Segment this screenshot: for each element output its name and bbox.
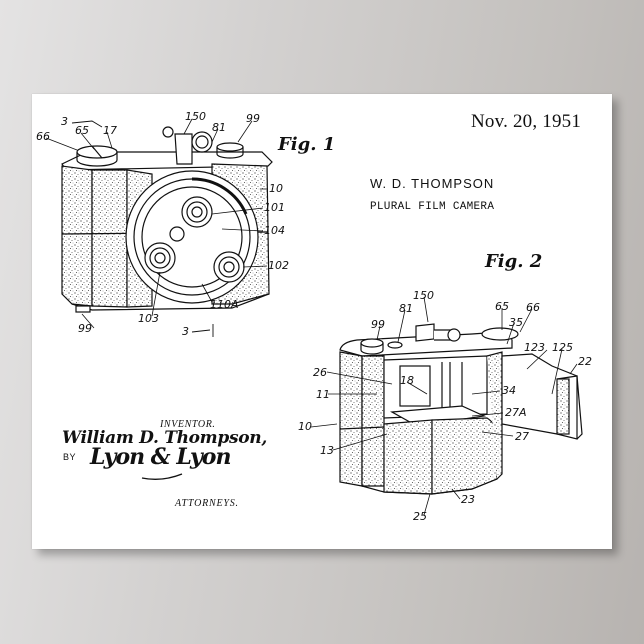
reference-numeral: 18 <box>400 374 414 387</box>
reference-numeral: 150 <box>185 110 206 123</box>
reference-numeral: 3 <box>182 325 189 338</box>
patent-drawings <box>45 118 583 516</box>
figure-1-camera-drawing <box>45 118 273 337</box>
reference-numeral: 11 <box>316 388 330 401</box>
reference-numeral: 110A <box>210 298 239 311</box>
reference-numeral: 17 <box>103 124 117 137</box>
reference-numeral: 102 <box>268 259 289 272</box>
reference-numeral: 125 <box>552 341 573 354</box>
patent-title: PLURAL FILM CAMERA <box>370 201 495 213</box>
reference-numeral: 99 <box>246 112 260 125</box>
reference-numeral: 27A <box>505 406 527 419</box>
reference-numeral: 65 <box>495 300 509 313</box>
reference-numeral: 66 <box>36 130 50 143</box>
reference-numeral: 25 <box>413 510 427 523</box>
inventor-name-heading: W. D. THOMPSON <box>370 176 495 191</box>
patent-poster: Nov. 20, 1951 W. D. THOMPSON PLURAL FILM… <box>32 94 612 549</box>
reference-numeral: 150 <box>413 289 434 302</box>
reference-numeral: 22 <box>578 355 592 368</box>
reference-numeral: 10 <box>269 182 283 195</box>
reference-numeral: 3 <box>61 115 68 128</box>
by-label: BY <box>63 452 77 462</box>
reference-numeral: 34 <box>502 384 516 397</box>
reference-numeral: 101 <box>264 201 285 214</box>
reference-numeral: 23 <box>461 493 475 506</box>
attorneys-label: ATTORNEYS. <box>175 498 239 509</box>
figure-2-camera-drawing <box>310 296 583 516</box>
inventor-signature: William D. Thompson, <box>62 428 267 448</box>
reference-numeral: 66 <box>526 301 540 314</box>
reference-numeral: 13 <box>320 444 334 457</box>
reference-numeral: 65 <box>75 124 89 137</box>
reference-numeral: 103 <box>138 312 159 325</box>
attorney-signature-flourish <box>141 473 183 481</box>
reference-numeral: 35 <box>509 316 523 329</box>
reference-numeral: 81 <box>399 302 413 315</box>
reference-numeral: 104 <box>264 224 285 237</box>
reference-numeral: 99 <box>371 318 385 331</box>
reference-numeral: 99 <box>78 322 92 335</box>
reference-numeral: 10 <box>298 420 312 433</box>
figure-1-label: Fig. 1 <box>278 134 336 155</box>
patent-date: Nov. 20, 1951 <box>471 111 582 132</box>
reference-numeral: 81 <box>212 121 226 134</box>
reference-numeral: 123 <box>524 341 545 354</box>
inventor-label: INVENTOR. <box>160 419 216 430</box>
attorney-signature: Lyon & Lyon <box>90 444 231 470</box>
reference-numeral: 26 <box>313 366 327 379</box>
reference-numeral: 27 <box>515 430 529 443</box>
figure-2-label: Fig. 2 <box>485 251 543 272</box>
